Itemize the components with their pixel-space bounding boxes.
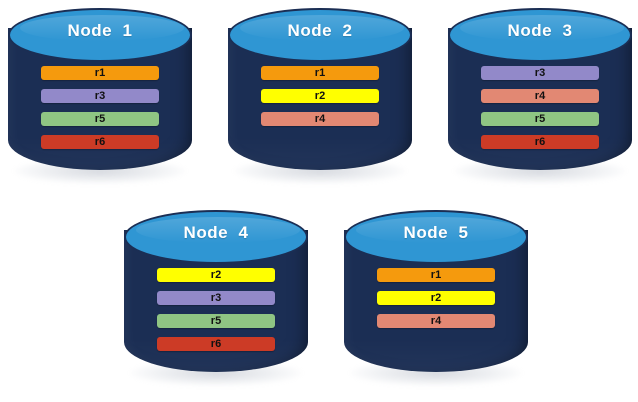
node-label: Node 4 [183,223,249,242]
replica-bar: r5 [481,112,599,126]
replica-bar: r3 [41,89,159,103]
replica-bar: r1 [377,268,495,282]
node-label: Node 1 [67,21,133,40]
replica-list: r1 r2 r4 [377,268,495,337]
database-node-3: Node 3 r3 r4 r5 r6 [448,8,632,186]
node-label: Node 2 [287,21,353,40]
replica-bar: r6 [481,135,599,149]
database-node-4: Node 4 r2 r3 r5 r6 [124,210,308,388]
replica-bar: r1 [41,66,159,80]
node-label: Node 3 [507,21,573,40]
replica-list: r3 r4 r5 r6 [481,66,599,158]
replica-list: r1 r3 r5 r6 [41,66,159,158]
replica-bar: r4 [481,89,599,103]
replica-bar: r4 [377,314,495,328]
replica-bar: r4 [261,112,379,126]
replica-bar: r2 [261,89,379,103]
database-node-2: Node 2 r1 r2 r4 [228,8,412,186]
replica-bar: r6 [157,337,275,351]
replica-bar: r3 [157,291,275,305]
replica-bar: r1 [261,66,379,80]
database-node-1: Node 1 r1 r3 r5 r6 [8,8,192,186]
replica-bar: r6 [41,135,159,149]
replica-list: r2 r3 r5 r6 [157,268,275,360]
replica-list: r1 r2 r4 [261,66,379,135]
replica-bar: r2 [377,291,495,305]
replica-bar: r5 [157,314,275,328]
replica-bar: r3 [481,66,599,80]
replica-bar: r5 [41,112,159,126]
replica-bar: r2 [157,268,275,282]
database-node-5: Node 5 r1 r2 r4 [344,210,528,388]
node-label: Node 5 [403,223,469,242]
